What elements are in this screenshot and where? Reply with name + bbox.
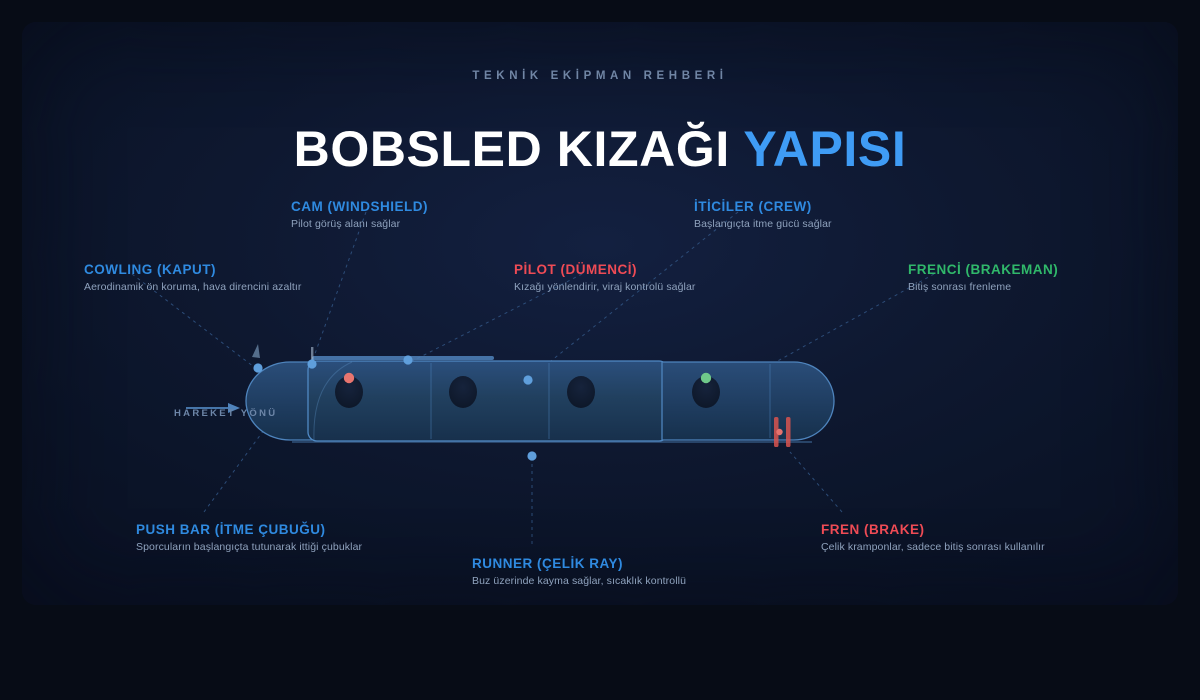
brake-pivot-dot bbox=[776, 428, 783, 436]
callout-brake[interactable]: FREN (BRAKE) Çelik kramponlar, sadece bi… bbox=[821, 522, 1045, 553]
tail-part bbox=[661, 361, 835, 441]
leader-pilot bbox=[351, 273, 583, 393]
callout-brakeman-title: FRENCİ (BRAKEMAN) bbox=[908, 262, 1059, 277]
windshield-part bbox=[252, 344, 260, 358]
callout-brakeman-desc: Bitiş sonrası frenleme bbox=[908, 281, 1012, 293]
connector-dot-windshield bbox=[307, 359, 317, 369]
cowling-part bbox=[245, 361, 323, 441]
connector-dot-cowling bbox=[253, 363, 263, 373]
seat-crew-2 bbox=[567, 376, 595, 408]
eyebrow-text: TEKNİK EKİPMAN REHBERİ bbox=[472, 70, 728, 82]
callout-cowling[interactable]: COWLING (KAPUT) Aerodinamik ön koruma, h… bbox=[84, 262, 302, 293]
callout-runner[interactable]: RUNNER (ÇELİK RAY) Buz üzerinde kayma sa… bbox=[472, 556, 686, 587]
direction-arrow-head bbox=[228, 403, 240, 413]
push-bar-rail bbox=[312, 356, 494, 360]
seat-crew-1 bbox=[449, 376, 477, 408]
page-title-accent: YAPISI bbox=[743, 120, 907, 177]
callout-crew-title: İTİCİLER (CREW) bbox=[694, 199, 812, 214]
callout-brakeman[interactable]: FRENCİ (BRAKEMAN) Bitiş sonrası frenleme bbox=[908, 262, 1058, 293]
callout-crew[interactable]: İTİCİLER (CREW) Başlangıçta itme gücü sa… bbox=[694, 199, 832, 230]
callout-cowling-title: COWLING (KAPUT) bbox=[84, 262, 216, 277]
callout-pilot-title: PİLOT (DÜMENCİ) bbox=[514, 262, 637, 277]
page-title-main: BOBSLED KIZAĞI bbox=[293, 120, 744, 177]
callout-pushbar-desc: Sporcuların başlangıçta tutunarak ittiği… bbox=[136, 541, 363, 553]
connector-dot-crew bbox=[523, 375, 533, 385]
connector-dots bbox=[253, 355, 537, 461]
seat-brakeman bbox=[692, 376, 720, 408]
callout-pushbar-title: PUSH BAR (İTME ÇUBUĞU) bbox=[136, 522, 326, 537]
cowling-highlight bbox=[313, 361, 353, 441]
leader-brake bbox=[789, 451, 843, 513]
direction-label: HAREKET YÖNÜ bbox=[174, 408, 278, 419]
brake-part bbox=[774, 417, 791, 447]
callout-pilot-desc: Kızağı yönlendirir, viraj kontrolü sağla… bbox=[514, 281, 696, 293]
callout-cowling-desc: Aerodinamik ön koruma, hava direncini az… bbox=[84, 281, 302, 293]
callout-pilot[interactable]: PİLOT (DÜMENCİ) Kızağı yönlendirir, vira… bbox=[514, 262, 696, 293]
callout-runner-title: RUNNER (ÇELİK RAY) bbox=[472, 556, 624, 571]
push-bar-part bbox=[311, 347, 494, 360]
leader-brakeman bbox=[721, 273, 935, 393]
connector-dot-runner bbox=[527, 451, 537, 461]
callout-windshield-title: CAM (WINDSHIELD) bbox=[291, 199, 428, 214]
callout-runner-desc: Buz üzerinde kayma sağlar, sıcaklık kont… bbox=[472, 575, 687, 587]
callout-brake-desc: Çelik kramponlar, sadece bitiş sonrası k… bbox=[821, 541, 1045, 553]
callout-crew-desc: Başlangıçta itme gücü sağlar bbox=[694, 218, 832, 230]
direction-arrow bbox=[186, 403, 240, 413]
callout-pushbar[interactable]: PUSH BAR (İTME ÇUBUĞU) Sporcuların başla… bbox=[136, 522, 362, 553]
leader-crew bbox=[526, 211, 739, 381]
leader-lines bbox=[131, 211, 935, 544]
connector-dot-pushbar bbox=[403, 355, 413, 365]
bobsled-diagram bbox=[131, 211, 935, 544]
seat-pilot bbox=[335, 376, 363, 408]
leader-cowling bbox=[131, 273, 259, 371]
push-bar-riser bbox=[311, 347, 314, 360]
crew-seats bbox=[335, 372, 720, 408]
hull-body bbox=[307, 360, 669, 442]
callout-windshield-desc: Pilot görüş alanı sağlar bbox=[291, 218, 401, 230]
page-title: BOBSLED KIZAĞI YAPISI bbox=[22, 120, 1178, 178]
callout-brake-title: FREN (BRAKE) bbox=[821, 522, 925, 537]
callout-windshield[interactable]: CAM (WINDSHIELD) Pilot görüş alanı sağla… bbox=[291, 199, 428, 230]
leader-windshield bbox=[311, 211, 367, 363]
brake-bar-left bbox=[774, 417, 779, 447]
pilot-helmet-dot bbox=[343, 372, 355, 384]
brakeman-helmet-dot bbox=[700, 372, 712, 384]
brake-bar-right bbox=[786, 417, 791, 447]
infographic-card: TEKNİK EKİPMAN REHBERİ BOBSLED KIZAĞI YA… bbox=[22, 22, 1178, 605]
